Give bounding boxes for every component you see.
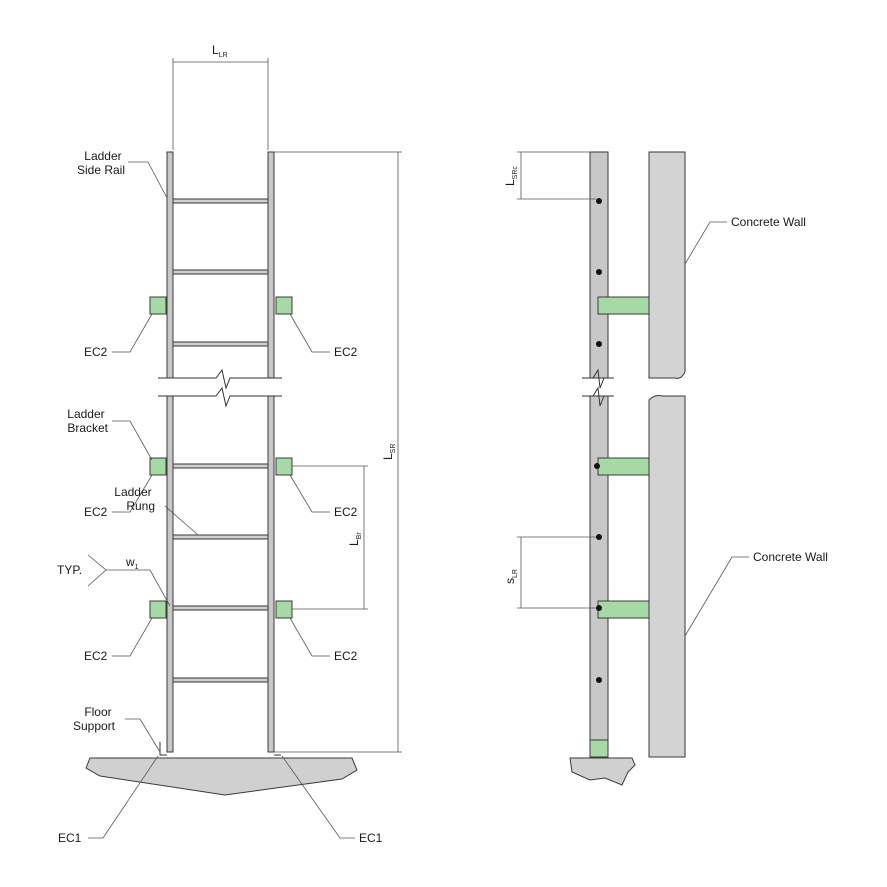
leader-floor-support — [125, 718, 161, 753]
leader-rung — [164, 505, 199, 536]
label-ec1: EC1 — [359, 831, 383, 845]
bracket-side — [597, 296, 650, 315]
rung — [172, 677, 269, 683]
leader-ec2 — [112, 617, 153, 657]
bracket-right — [275, 600, 293, 619]
leader-weld — [106, 569, 171, 607]
rung-section-dot — [596, 269, 602, 275]
leader-concrete-wall — [684, 556, 749, 637]
dim-lsrc-label: LSRc — [503, 166, 519, 186]
concrete-wall-lower — [648, 395, 686, 758]
label-ec2: EC2 — [84, 505, 108, 519]
floor-support-left — [159, 742, 167, 756]
leader-ec2 — [289, 617, 330, 657]
label-side-rail: Ladder Side Rail — [77, 149, 125, 177]
leader-ec2 — [112, 474, 153, 513]
dim-lsr-label: LSR — [381, 444, 397, 460]
leader-ec1 — [281, 755, 355, 839]
label-rung: Ladder Rung — [114, 485, 155, 513]
leader-side-rail — [128, 161, 168, 199]
break-line — [158, 368, 282, 390]
leader-ec1 — [88, 755, 159, 839]
rung — [172, 463, 269, 469]
label-ec1: EC1 — [58, 831, 82, 845]
bracket-left — [149, 296, 167, 315]
break-line — [582, 368, 614, 389]
rung — [172, 605, 269, 611]
label-ec2: EC2 — [334, 345, 358, 359]
floor-base — [85, 757, 358, 796]
rung-section-dot — [596, 605, 602, 611]
rung — [172, 341, 269, 347]
label-floor-support: Floor Support — [73, 705, 116, 733]
leader-ec2 — [112, 313, 153, 353]
dim-lbr-label: LBr — [347, 532, 363, 546]
leader-ec2 — [289, 313, 330, 353]
leader-ec2 — [289, 474, 330, 513]
right-side-rail-lower — [267, 395, 275, 753]
left-side-rail-upper — [166, 151, 174, 379]
typ-weld-symbol — [87, 554, 107, 587]
floor-base-side — [569, 757, 636, 786]
bracket-left — [149, 600, 167, 619]
bracket-left — [149, 457, 167, 476]
label-ec2: EC2 — [334, 649, 358, 663]
rung — [172, 269, 269, 275]
concrete-wall-upper — [648, 151, 686, 379]
label-typ: TYP. — [57, 563, 82, 577]
label-concrete-wall: Concrete Wall — [731, 215, 806, 229]
rung-section-dot — [596, 341, 602, 347]
rung — [172, 198, 269, 204]
bracket-side — [597, 457, 650, 476]
front-view: LLR LSR LBr Ladder Side Rail EC2 EC2 Lad… — [57, 43, 402, 845]
side-view: LSRc sLR Concrete Wall Concrete Wall — [503, 151, 828, 786]
label-concrete-wall: Concrete Wall — [753, 550, 828, 564]
dim-llr-label: LLR — [212, 43, 228, 59]
rung-section-dot — [596, 198, 602, 204]
side-rail-lower — [589, 395, 609, 741]
rung-section-dot — [596, 534, 602, 540]
bracket-right — [275, 457, 293, 476]
left-side-rail-lower — [166, 395, 174, 753]
dim-slr-label: sLR — [503, 569, 519, 584]
label-ec2: EC2 — [334, 505, 358, 519]
rung-section-dot — [594, 463, 600, 469]
rung-section-dot — [596, 677, 602, 683]
label-bracket: Ladder Bracket — [67, 407, 108, 435]
floor-support-bracket — [589, 739, 609, 758]
dim-w1-label: w1 — [125, 555, 139, 571]
break-line — [158, 386, 282, 408]
leader-concrete-wall — [684, 221, 727, 265]
bracket-side — [597, 600, 650, 619]
leader-bracket — [112, 420, 153, 461]
label-ec2: EC2 — [84, 345, 108, 359]
break-line — [582, 386, 614, 407]
rung — [172, 534, 269, 540]
bracket-right — [275, 296, 293, 315]
label-ec2: EC2 — [84, 649, 108, 663]
right-side-rail-upper — [267, 151, 275, 379]
